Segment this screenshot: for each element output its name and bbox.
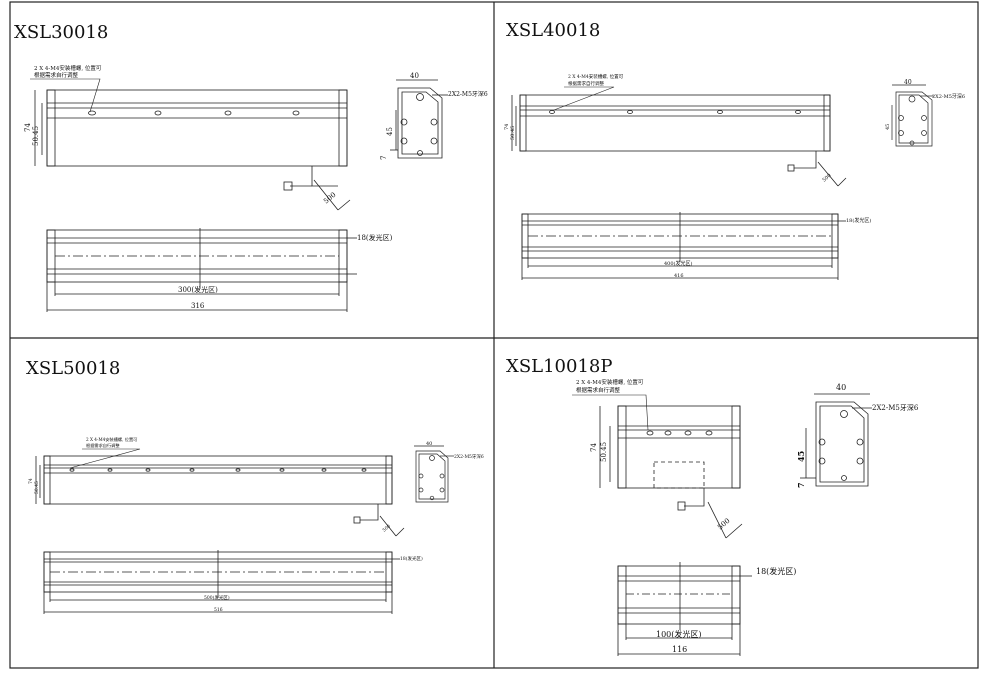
side-view [800,393,872,487]
model-title: XSL30018 [14,22,108,43]
mount-note-line1: 2 X 4-M4安装槽螺, 位置可 [34,64,102,72]
mount-note-line2: 根据需求自行调整 [86,442,120,449]
top-view [43,550,400,614]
bottom-total: 416 [674,273,684,279]
front-view [35,455,405,537]
mount-note-line2: 根据需求自行调整 [34,71,79,79]
bottom-total: 516 [214,607,223,613]
front-view [511,94,847,187]
side-hole: 2X2-M5牙深6 [448,90,488,98]
panel-xsl40018: XSL40018 2 X 4-M4安装槽螺, 位置可 根据需求自行调整 74 5… [494,0,989,338]
side-height: 45 [386,127,394,136]
dim-height: 74 [504,124,510,130]
side-height: 45 [796,451,806,462]
panel-xsl30018-drawing: XSL30018 2 X 4-M4安装槽螺, 位置可 根据需求自行调整 74 5… [14,22,488,312]
top-emit: 18(发光区) [756,566,796,576]
model-title: XSL40018 [506,20,600,41]
side-hole: 2X2-M5牙深6 [872,403,919,412]
side-hole: 2X2-M5牙深6 [454,453,484,460]
dim-inner: 50.45 [600,442,608,462]
dim-cable: 500 [716,517,731,532]
dim-inner: 50.45 [34,481,40,494]
mount-note-line1: 2 X 4-M4安装槽螺, 位置可 [568,73,624,80]
dim-inner: 50.45 [32,126,40,146]
side-height: 45 [885,124,891,130]
side-width: 40 [410,72,419,80]
front-view [599,405,743,539]
top-emit: 18(发光区) [400,555,423,562]
mount-note-line2: 根据需求自行调整 [576,386,621,394]
dim-cable: 500 [821,173,832,184]
panel-xsl30018: XSL30018 2 X 4-M4安装槽螺, 位置可 根据需求自行调整 74 5… [0,0,494,338]
side-width: 40 [904,79,912,86]
panel-xsl50018: XSL50018 2 X 4-M4安装槽螺, 位置可 根据需求自行调整 74 5… [0,338,494,677]
model-title: XSL50018 [26,358,120,379]
panel-xsl10018p: XSL10018P 2 X 4-M4安装槽螺, 位置可 根据需求自行调整 74 … [494,338,989,677]
side-bottom: 7 [796,482,806,488]
panel-xsl50018-drawing: XSL50018 2 X 4-M4安装槽螺, 位置可 根据需求自行调整 74 5… [26,358,484,614]
side-view [390,79,448,159]
mount-note-line1: 2 X 4-M4安装槽螺, 位置可 [86,436,137,443]
bottom-total: 116 [672,645,687,654]
front-view [34,89,351,211]
dim-inner: 50.45 [510,126,516,140]
dim-height: 74 [28,478,34,484]
dim-height: 74 [590,443,598,452]
bottom-emit: 100(发光区) [656,629,702,639]
side-bottom: 7 [380,156,388,160]
bottom-total: 316 [191,302,205,310]
side-hole: 2X2-M5牙深6 [932,93,965,100]
model-title: XSL10018P [506,356,612,377]
panel-xsl40018-drawing: XSL40018 2 X 4-M4安装槽螺, 位置可 根据需求自行调整 74 5… [504,20,965,280]
top-view [46,228,357,312]
panel-xsl10018p-drawing: XSL10018P 2 X 4-M4安装槽螺, 位置可 根据需求自行调整 74 … [506,356,919,656]
top-emit: 18(发光区) [846,217,871,224]
mount-note-line2: 根据需求自行调整 [568,80,604,87]
side-width: 40 [836,383,846,392]
bottom-emit: 500(发光区) [204,594,230,601]
side-view [891,84,934,147]
mount-note-line1: 2 X 4-M4安装槽螺, 位置可 [576,378,644,386]
side-width: 40 [426,441,432,447]
bottom-emit: 400(发光区) [664,260,692,267]
top-view [617,562,752,656]
top-view [521,212,846,280]
side-view [414,445,454,503]
bottom-emit: 300(发光区) [178,285,218,294]
top-emit: 18(发光区) [357,233,393,242]
dim-cable: 500 [381,523,392,533]
dim-height: 74 [24,123,32,132]
